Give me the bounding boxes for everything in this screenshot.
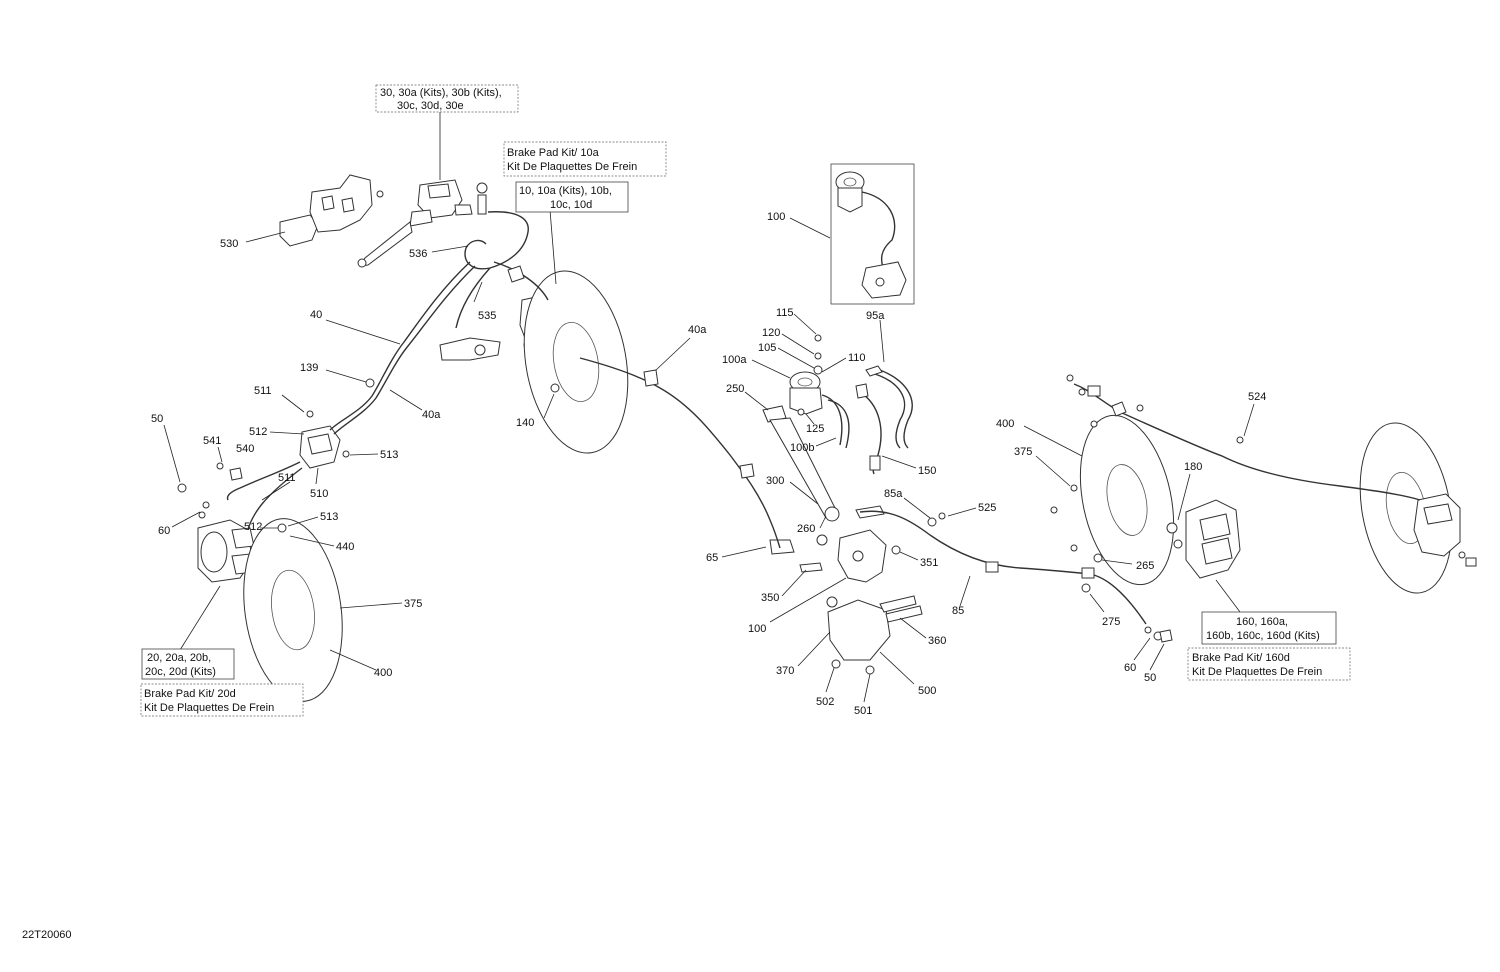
callout-115: 115	[776, 307, 794, 319]
front-left-disc-drawing	[243, 518, 343, 702]
callout-501: 501	[854, 705, 872, 717]
callout-139: 139	[300, 362, 318, 374]
callout-513-upper: 513	[380, 449, 398, 461]
callout-300: 300	[766, 475, 784, 487]
pad-box-20d: Brake Pad Kit/ 20d Kit De Plaquettes De …	[140, 683, 304, 717]
rear-master-cylinder-drawing	[789, 334, 850, 449]
callout-511-lower: 511	[278, 472, 296, 484]
callout-530: 530	[220, 238, 238, 250]
kit-box-30: 30, 30a (Kits), 30b (Kits), 30c, 30d, 30…	[375, 84, 519, 113]
rear-right-disc-drawing	[1079, 414, 1175, 586]
callout-536: 536	[409, 248, 427, 260]
pad-box-160d-line1: Brake Pad Kit/ 160d	[1192, 652, 1290, 664]
callout-50-right: 50	[1144, 672, 1156, 684]
callout-400-right: 400	[996, 418, 1014, 430]
pad-box-20d-line1: Brake Pad Kit/ 20d	[144, 688, 236, 700]
pad-box-160d: Brake Pad Kit/ 160d Kit De Plaquettes De…	[1187, 647, 1351, 681]
front-right-disc-drawing	[523, 270, 629, 454]
callout-400-left: 400	[374, 667, 392, 679]
callout-150: 150	[918, 465, 936, 477]
kit-box-30-line2: 30c, 30d, 30e	[397, 100, 464, 112]
callout-541: 541	[203, 435, 221, 447]
pad-box-10a-line2: Kit De Plaquettes De Frein	[507, 161, 637, 173]
diagram-id: 22T20060	[22, 929, 72, 941]
callout-535: 535	[478, 310, 496, 322]
callout-513-lower: 513	[320, 511, 338, 523]
callout-440: 440	[336, 541, 354, 553]
kit-box-10-line2: 10c, 10d	[550, 199, 592, 211]
callout-180: 180	[1184, 461, 1202, 473]
callout-260: 260	[797, 523, 815, 535]
callout-100-top: 100	[767, 211, 785, 223]
callout-numbers: 530 536 535 40 139 40a 40a 140 511 512 5…	[151, 211, 1266, 717]
pad-box-160d-line2: Kit De Plaquettes De Frein	[1192, 666, 1322, 678]
callout-375-left: 375	[404, 598, 422, 610]
callout-60-right: 60	[1124, 662, 1136, 674]
rear-right-caliper-drawing	[1166, 499, 1241, 579]
callout-370: 370	[776, 665, 794, 677]
callout-100a: 100a	[722, 354, 747, 366]
callout-110: 110	[848, 352, 866, 364]
distributor-block-drawing	[177, 425, 350, 533]
callout-360: 360	[928, 635, 946, 647]
callout-95a: 95a	[866, 310, 885, 322]
callout-85: 85	[952, 605, 964, 617]
kit-label-boxes: 30, 30a (Kits), 30b (Kits), 30c, 30d, 30…	[140, 84, 1351, 717]
pedal-bracket-drawing	[837, 505, 901, 583]
callout-500: 500	[918, 685, 936, 697]
callout-65: 65	[706, 552, 718, 564]
callout-40: 40	[310, 309, 322, 321]
brake-pedal-drawing	[762, 405, 840, 573]
callout-265: 265	[1136, 560, 1154, 572]
callout-540: 540	[236, 443, 254, 455]
callout-275: 275	[1102, 616, 1120, 628]
kit-box-10-line1: 10, 10a (Kits), 10b,	[519, 185, 612, 197]
callout-105: 105	[758, 342, 776, 354]
handlebar-master-cylinder-drawing	[357, 179, 488, 268]
callout-120: 120	[762, 327, 780, 339]
pad-box-10a: Brake Pad Kit/ 10a Kit De Plaquettes De …	[503, 141, 667, 177]
kit-box-30-line1: 30, 30a (Kits), 30b (Kits),	[380, 87, 502, 99]
callout-40a-top: 40a	[688, 324, 707, 336]
callout-100b: 100b	[790, 442, 814, 454]
small-hardware-drawing	[198, 374, 1244, 643]
kit-box-20-line2: 20c, 20d (Kits)	[145, 666, 216, 678]
callout-502: 502	[816, 696, 834, 708]
callout-351: 351	[920, 557, 938, 569]
bracket-530-drawing	[279, 174, 384, 247]
brake-lines-drawing	[226, 211, 1421, 625]
pad-box-20d-line2: Kit De Plaquettes De Frein	[144, 702, 274, 714]
kit-box-20: 20, 20a, 20b, 20c, 20d (Kits)	[141, 648, 235, 680]
rear-left-caliper-drawing	[1413, 493, 1477, 567]
kit-box-160: 160, 160a, 160b, 160c, 160d (Kits)	[1201, 611, 1337, 645]
kit-box-20-line1: 20, 20a, 20b,	[147, 652, 211, 664]
kit-box-160-line2: 160b, 160c, 160d (Kits)	[1206, 630, 1320, 642]
callout-350: 350	[761, 592, 779, 604]
callout-100-bottom: 100	[748, 623, 766, 635]
pad-box-10a-line1: Brake Pad Kit/ 10a	[507, 147, 600, 159]
callout-250: 250	[726, 383, 744, 395]
callout-40a-left: 40a	[422, 409, 441, 421]
callout-512-upper: 512	[249, 426, 267, 438]
callout-512-lower: 512	[244, 521, 262, 533]
master-cylinder-inset-drawing	[830, 163, 915, 305]
callout-511-upper: 511	[254, 385, 272, 397]
leader-lines	[163, 110, 1255, 703]
reservoir-hoses-drawing	[855, 365, 913, 475]
callout-85a: 85a	[884, 488, 903, 500]
callout-140: 140	[516, 417, 534, 429]
kit-box-10: 10, 10a (Kits), 10b, 10c, 10d	[515, 181, 629, 213]
kit-box-160-line1: 160, 160a,	[1236, 616, 1288, 628]
callout-125: 125	[806, 423, 824, 435]
callout-524: 524	[1248, 391, 1266, 403]
callout-525: 525	[978, 502, 996, 514]
callout-375-right: 375	[1014, 446, 1032, 458]
part-drawings	[177, 163, 1477, 702]
callout-510: 510	[310, 488, 328, 500]
callout-50-left: 50	[151, 413, 163, 425]
mount-bracket-500-drawing	[826, 595, 923, 675]
callout-60-left: 60	[158, 525, 170, 537]
